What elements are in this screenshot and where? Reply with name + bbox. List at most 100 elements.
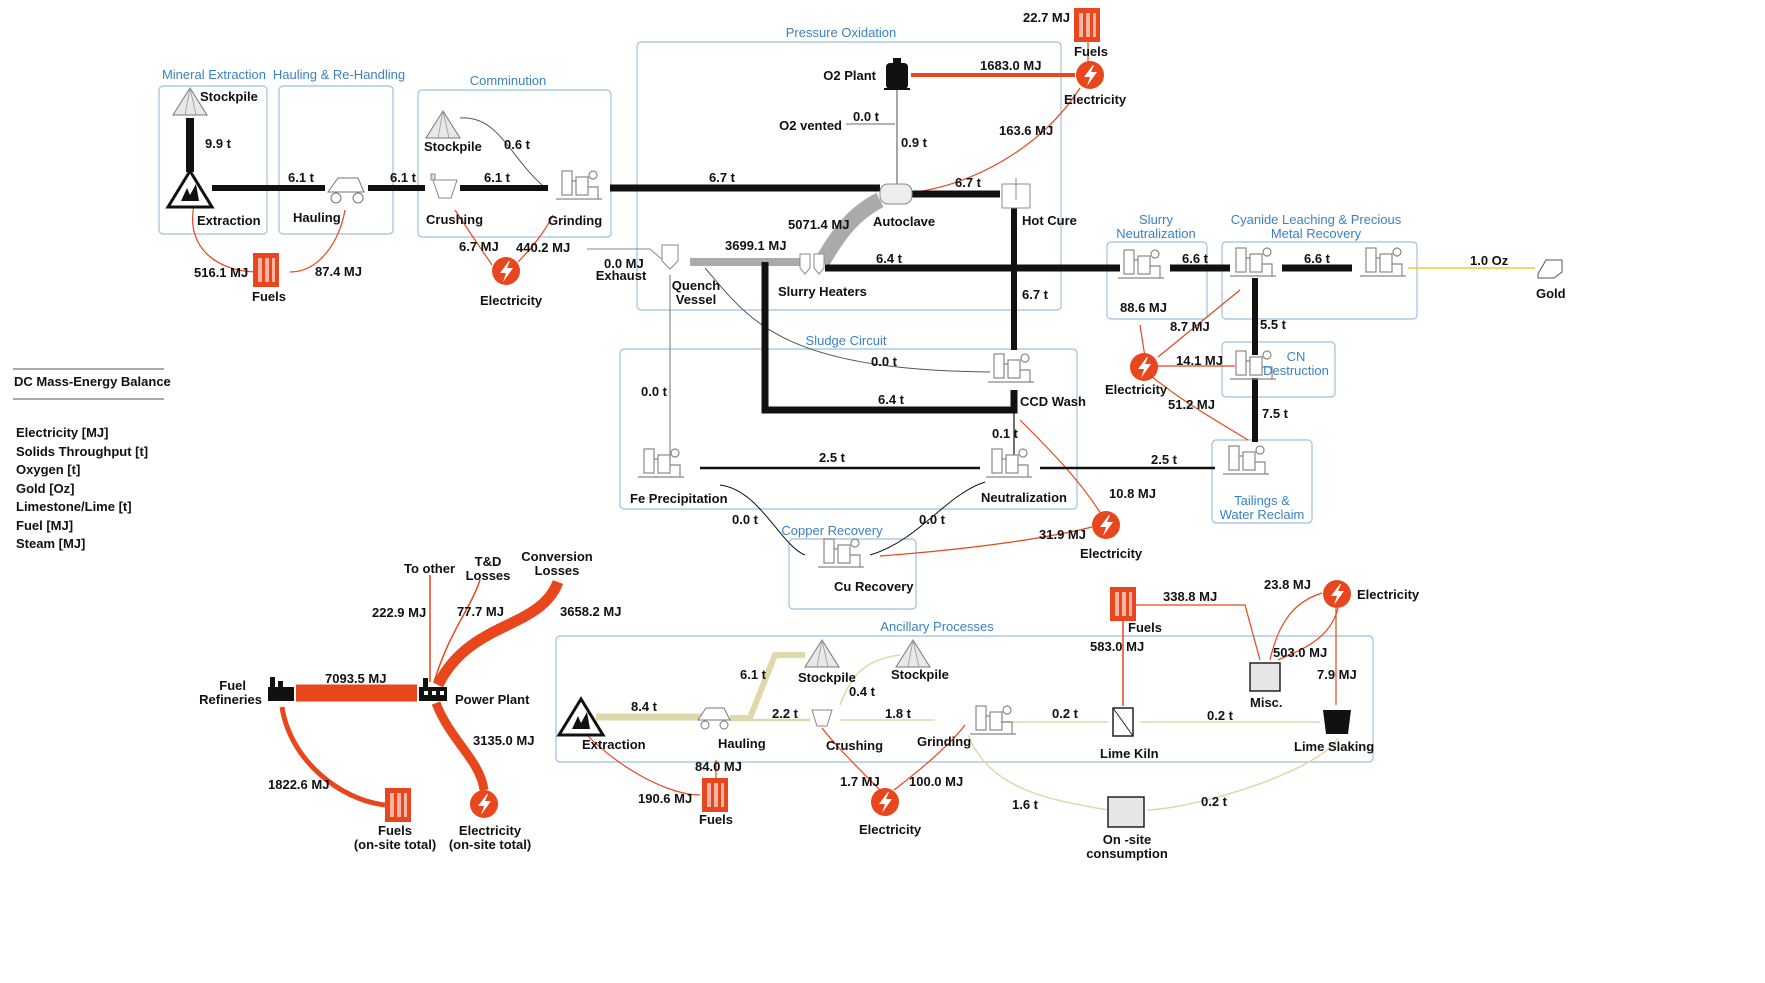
area-title: Copper Recovery xyxy=(781,523,883,538)
node-label: Fuels xyxy=(1128,620,1162,635)
flow-steam-autoclave xyxy=(815,192,884,267)
flow-label: 6.4 t xyxy=(876,251,903,266)
power-plant-icon xyxy=(419,678,447,701)
ccd-thickeners-icon xyxy=(987,353,1035,383)
flow-anc-grinding-onsite xyxy=(967,734,1109,811)
flow-label: 0.0 t xyxy=(871,354,898,369)
node-label: Fuel xyxy=(219,678,246,693)
fuel-icon xyxy=(253,253,279,287)
node-label: (on-site total) xyxy=(449,837,531,852)
area-title: Comminution xyxy=(470,73,547,88)
flow-label: 88.6 MJ xyxy=(1120,300,1167,315)
flow-elec-cu xyxy=(879,526,1093,557)
flow-label: 10.8 MJ xyxy=(1109,486,1156,501)
flow-label: 338.8 MJ xyxy=(1163,589,1217,604)
node-label: consumption xyxy=(1086,846,1168,861)
anc-stockpile2-icon xyxy=(895,639,931,668)
flow-label: 1683.0 MJ xyxy=(980,58,1041,73)
node-label: Electricity xyxy=(1080,546,1143,561)
flow-label: 3658.2 MJ xyxy=(560,604,621,619)
flow-label: 0.1 t xyxy=(992,426,1019,441)
flow-elec-misc2 xyxy=(1277,607,1339,661)
flow-label: 5.5 t xyxy=(1260,317,1287,332)
legend: DC Mass-Energy Balance Electricity [MJ] … xyxy=(13,368,171,551)
flow-label: 6.1 t xyxy=(390,170,417,185)
flow-label: 0.0 t xyxy=(853,109,880,124)
node-label: Gold xyxy=(1536,286,1566,301)
o2-plant-icon xyxy=(884,58,910,90)
flow-label: 3135.0 MJ xyxy=(473,733,534,748)
flow-label: 7093.5 MJ xyxy=(325,671,386,686)
flow-label: 1.0 Oz xyxy=(1470,253,1509,268)
flow-elec-leach xyxy=(1157,289,1241,358)
flow-label: 31.9 MJ xyxy=(1039,527,1086,542)
flow-elec-grinding xyxy=(517,214,554,263)
metal-recovery-icon xyxy=(1359,247,1407,277)
area-title: Water Reclaim xyxy=(1220,507,1305,522)
anc-haul-truck-icon xyxy=(697,707,731,730)
node-label: Cu Recovery xyxy=(834,579,914,594)
electricity-icon xyxy=(1323,580,1351,608)
flow-anc-stockpile2 xyxy=(839,654,901,706)
node-label: Stockpile xyxy=(891,667,949,682)
lime-kiln-icon xyxy=(1112,707,1134,737)
electricity-icon xyxy=(871,788,899,816)
flow-label: 0.4 t xyxy=(849,684,876,699)
lime-slaking-icon xyxy=(1323,710,1351,734)
node-label: Refineries xyxy=(199,692,262,707)
comminution-box xyxy=(417,89,612,238)
node-label: Losses xyxy=(466,568,511,583)
flow-label: 6.7 MJ xyxy=(459,239,499,254)
extraction-top-icon xyxy=(166,169,214,209)
flow-label: 0.0 t xyxy=(732,512,759,527)
node-label: Extraction xyxy=(197,213,261,228)
cu-recovery-icon xyxy=(817,538,865,568)
flow-label: 0.0 t xyxy=(919,512,946,527)
quench-vessel-icon xyxy=(661,244,679,270)
flow-anc-elec-crush xyxy=(821,727,881,791)
flow-elec-tailings xyxy=(1149,374,1249,441)
flow-fe-cu xyxy=(719,484,806,556)
area-title: Ancillary Processes xyxy=(880,619,994,634)
node-label: Fuels xyxy=(1074,44,1108,59)
flow-label: 0.2 t xyxy=(1052,706,1079,721)
node-label: Electricity xyxy=(480,293,543,308)
flow-fuel-misc xyxy=(1135,604,1261,661)
node-label: Fuels xyxy=(378,823,412,838)
area-title: Hauling & Re-Handling xyxy=(273,67,405,82)
flow-label: 6.6 t xyxy=(1182,251,1209,266)
flow-label: 6.1 t xyxy=(288,170,315,185)
flow-label: 2.5 t xyxy=(819,450,846,465)
node-label: Crushing xyxy=(426,212,483,227)
node-label: Lime Slaking xyxy=(1294,739,1374,754)
flow-label: 1.8 t xyxy=(885,706,912,721)
node-label: Power Plant xyxy=(455,692,530,707)
electricity-icon xyxy=(1092,511,1120,539)
gold-bar-icon xyxy=(1537,259,1563,279)
node-label: O2 vented xyxy=(779,118,842,133)
node-label: Hot Cure xyxy=(1022,213,1077,228)
ancillary-box xyxy=(555,635,1374,763)
node-label: CCD Wash xyxy=(1020,394,1086,409)
node-label: Neutralization xyxy=(981,490,1067,505)
node-label: Fuels xyxy=(699,812,733,827)
flow-label: 100.0 MJ xyxy=(909,774,963,789)
area-title: CN xyxy=(1287,349,1306,364)
node-label: On -site xyxy=(1103,832,1151,847)
flow-label: 0.2 t xyxy=(1201,794,1228,809)
area-titles: Mineral Extraction Hauling & Re-Handling… xyxy=(162,25,1402,634)
electricity-icon xyxy=(1130,353,1158,381)
stockpile-comm-icon xyxy=(425,110,461,139)
legend-item: Electricity [MJ] xyxy=(16,425,108,440)
mineral-extraction-box xyxy=(158,85,268,235)
hot-cure-icon xyxy=(1001,178,1031,209)
electricity-icon xyxy=(492,257,520,285)
fuel-icon xyxy=(702,778,728,812)
flow-label: 22.7 MJ xyxy=(1023,10,1070,25)
flow-fuel-extraction xyxy=(192,204,259,273)
flow-label: 1.7 MJ xyxy=(840,774,880,789)
flow-label: 6.1 t xyxy=(484,170,511,185)
cn-destruction-box xyxy=(1221,341,1336,398)
fuel-icon xyxy=(1074,8,1100,42)
flow-elec-neut xyxy=(1139,324,1146,358)
